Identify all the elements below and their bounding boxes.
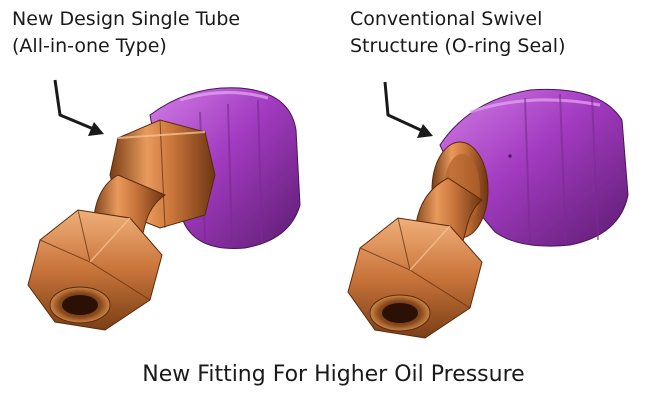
right-fitting — [347, 88, 629, 339]
right-fitting-label: Conventional Swivel Structure (O-ring Se… — [350, 6, 566, 60]
left-pointer-arrow — [53, 79, 104, 136]
left-hex-nut — [27, 209, 163, 331]
right-fitting-label-line2: Structure (O-ring Seal) — [350, 35, 566, 57]
figure-caption: New Fitting For Higher Oil Pressure — [142, 362, 525, 387]
right-fitting-label-line1: Conventional Swivel — [350, 8, 543, 30]
left-fitting-label-line2: (All-in-one Type) — [12, 35, 167, 57]
right-hex-nut — [347, 217, 483, 339]
left-fitting-label-line1: New Design Single Tube — [12, 8, 241, 30]
right-pointer-arrow — [383, 81, 433, 138]
left-fitting-label: New Design Single Tube (All-in-one Type) — [12, 6, 240, 60]
right-purple-sleeve — [439, 88, 629, 247]
left-fitting — [27, 87, 301, 331]
